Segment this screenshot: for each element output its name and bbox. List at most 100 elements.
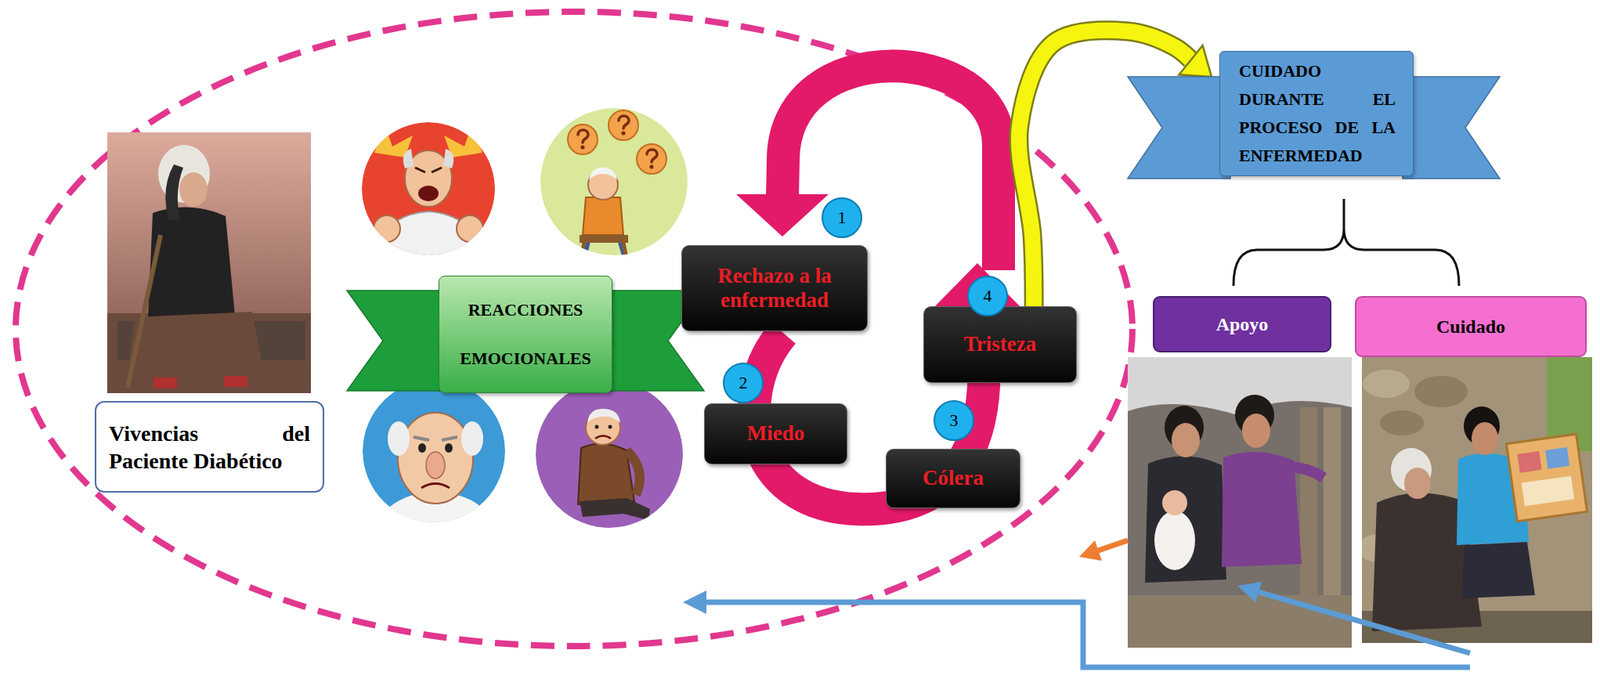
callout-circle: 2	[722, 362, 764, 404]
worried-man-icon	[418, 443, 427, 453]
cycle-arrow	[931, 263, 1023, 310]
patient-photo	[127, 234, 161, 388]
worried-man-icon	[461, 421, 484, 456]
worried-man-icon	[426, 451, 445, 479]
callout-circle: 1	[821, 197, 863, 239]
worried-man-icon	[444, 443, 453, 453]
patient-photo	[179, 172, 208, 207]
ribbon-panel: REACCIONES EMOCIONALES	[438, 275, 613, 394]
text-group: Tristeza	[938, 332, 1062, 357]
worried-man-icon	[387, 421, 410, 456]
node-text: Cólera	[900, 465, 1006, 491]
worried-man-icon	[413, 437, 458, 441]
care-banner: CUIDADO DURANTE EL PROCESO DE LA ENFERME…	[1127, 46, 1500, 179]
confused-man-icon	[540, 108, 688, 259]
patient-photo	[153, 377, 177, 389]
brace-bracket	[1233, 198, 1460, 286]
callout-circle: 3	[933, 400, 975, 441]
orange-arrow	[1079, 540, 1128, 561]
emotion-box: Rechazo a la enfermedad	[681, 245, 868, 332]
node-text: Rechazo a la enfermedad	[696, 263, 853, 313]
home-care-photo	[1521, 476, 1575, 507]
ribbon-tail	[346, 290, 450, 391]
emotion-box: Tristeza	[923, 306, 1077, 383]
patient-photo	[107, 132, 311, 394]
node-text: Cuidado	[1367, 316, 1575, 338]
blue-return-arrow	[704, 602, 1470, 668]
family-support-photo	[1154, 510, 1196, 571]
confused-man-icon	[540, 108, 688, 256]
sad-man-icon	[595, 425, 600, 430]
callout-number: 1	[837, 207, 847, 228]
orange-arrow	[1097, 540, 1128, 551]
callout-number: 2	[739, 372, 748, 394]
worried-man-icon	[362, 379, 506, 523]
angry-face-icon	[456, 215, 484, 242]
family-support-photo	[1127, 357, 1352, 648]
family-support-photo	[1242, 413, 1271, 448]
question-symbol	[608, 110, 639, 141]
cycle-arrow	[736, 194, 829, 237]
angry-face-icon	[361, 122, 495, 267]
home-care-photo	[1361, 357, 1593, 643]
text-group: Cólera	[900, 465, 1006, 491]
node-text: CUIDADO DURANTE EL PROCESO DE LA ENFERME…	[1238, 57, 1396, 170]
emotion-box: Miedo	[704, 403, 848, 465]
home-care-photo	[1506, 433, 1587, 522]
blue-return-arrow	[682, 590, 707, 614]
angry-face-icon	[443, 148, 454, 169]
angry-face-icon	[415, 167, 442, 173]
worried-man-icon	[421, 483, 450, 489]
blue-return-arrow	[1237, 581, 1262, 603]
callout-number: 4	[983, 285, 993, 307]
worried-man-icon	[362, 379, 506, 525]
brace-bracket	[1233, 198, 1460, 286]
text-group: Miedo	[718, 421, 833, 446]
sad-man-icon	[626, 450, 640, 495]
emotion-banner: REACCIONES EMOCIONALES	[346, 275, 705, 394]
sad-man-icon	[595, 436, 611, 440]
experience-box: Vivencias del Paciente Diabético	[94, 400, 325, 493]
text-group: Vivencias del Paciente Diabético	[108, 419, 311, 475]
angry-face-icon	[403, 148, 414, 169]
text-group: Apoyo	[1165, 314, 1319, 336]
angry-face-icon	[373, 215, 401, 242]
cycle-arrow	[782, 65, 999, 271]
home-care-photo	[1379, 410, 1424, 436]
family-support-photo	[1171, 422, 1200, 458]
emotion-box: Cólera	[885, 448, 1021, 509]
confused-man-icon	[579, 234, 629, 243]
blue-return-arrow	[1258, 592, 1470, 654]
home-care-photo	[1471, 422, 1499, 456]
text-group: Rechazo a la enfermedad	[696, 263, 853, 313]
callout-number: 3	[949, 410, 959, 431]
confused-man-icon	[581, 242, 627, 259]
patient-photo	[223, 375, 248, 387]
text-group: CUIDADO DURANTE EL PROCESO DE LA ENFERME…	[1238, 57, 1396, 170]
angry-face-icon	[418, 185, 439, 202]
patient-photo	[107, 132, 311, 394]
home-care-photo	[1461, 541, 1535, 599]
home-care-photo	[1362, 369, 1410, 398]
confused-man-icon	[588, 167, 618, 181]
ribbon-tail	[1402, 76, 1500, 179]
node-text: Vivencias del Paciente Diabético	[108, 419, 311, 475]
node-text: Tristeza	[938, 332, 1062, 357]
text-group: REACCIONES EMOCIONALES	[449, 285, 603, 383]
ribbon-tail	[1127, 76, 1231, 179]
family-support-photo	[1284, 466, 1324, 478]
home-care-photo	[1414, 375, 1468, 408]
family-support-photo	[1127, 357, 1352, 648]
angry-face-icon	[364, 211, 492, 267]
text-group: Cuidado	[1367, 316, 1575, 338]
question-symbol	[636, 144, 667, 174]
family-support-photo	[1162, 490, 1188, 516]
home-care-photo	[1361, 357, 1593, 643]
sad-man-icon	[579, 498, 651, 521]
node-text: Apoyo	[1165, 314, 1319, 336]
family-support-photo	[1144, 455, 1227, 583]
sad-man-icon	[608, 425, 613, 430]
care-box: Cuidado	[1354, 296, 1587, 358]
orange-arrow	[1079, 540, 1102, 561]
